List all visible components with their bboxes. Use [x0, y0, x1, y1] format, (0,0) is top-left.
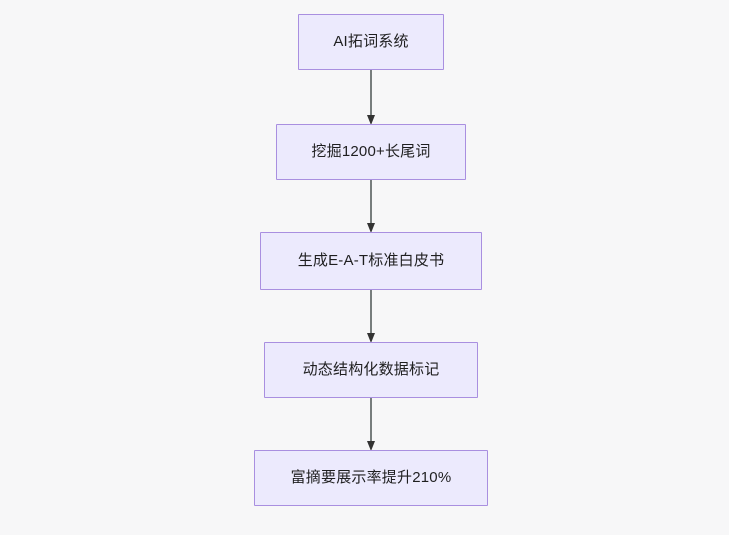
flow-node-generate-eat-whitepaper[interactable]: 生成E-A-T标准白皮书	[260, 232, 482, 290]
flow-node-rich-snippet-impression-uplift[interactable]: 富摘要展示率提升210%	[254, 450, 488, 506]
flow-node-mine-longtail-keywords[interactable]: 挖掘1200+长尾词	[276, 124, 466, 180]
flow-node-ai-keyword-system[interactable]: AI拓词系统	[298, 14, 444, 70]
flow-node-label: 挖掘1200+长尾词	[311, 143, 431, 160]
flow-node-label: AI拓词系统	[333, 33, 409, 50]
flow-node-label: 富摘要展示率提升210%	[290, 469, 452, 486]
flow-node-label: 生成E-A-T标准白皮书	[297, 252, 445, 269]
flow-node-dynamic-structured-data-markup[interactable]: 动态结构化数据标记	[264, 342, 478, 398]
flow-node-label: 动态结构化数据标记	[302, 361, 440, 378]
